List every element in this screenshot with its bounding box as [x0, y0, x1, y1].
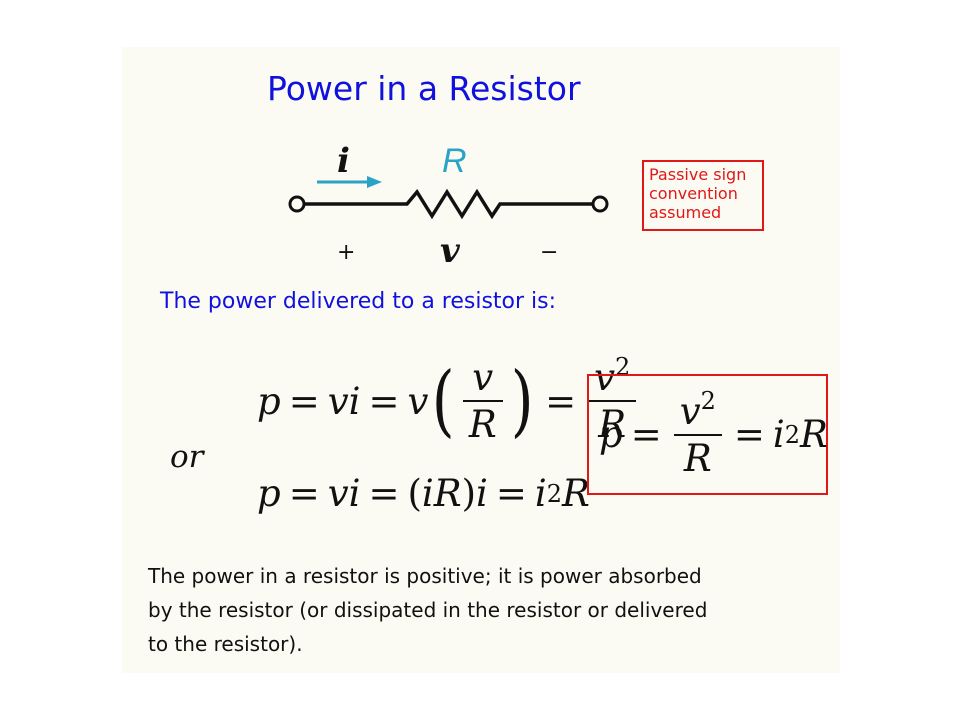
current-arrow — [317, 176, 382, 188]
sign-note-line: assumed — [649, 203, 722, 222]
resistor-circuit-diagram: i R + v − — [288, 141, 609, 267]
power-equation-voltage: p = vi = v ( v R ) = v2 R — [257, 355, 640, 443]
plus-sign: + — [337, 240, 355, 265]
slide: Power in a Resistor i R + v − Passive si… — [122, 47, 840, 673]
sign-note-line: convention — [649, 184, 738, 203]
resistor-label: R — [442, 142, 467, 180]
sign-note-line: Passive sign — [649, 165, 747, 184]
note-line: The power in a resistor is positive; it … — [148, 564, 702, 588]
resistor-wire — [304, 188, 593, 220]
minus-sign: − — [540, 240, 558, 265]
passive-sign-note: Passive sign convention assumed — [642, 160, 764, 231]
fraction-v2-over-r: v2 R — [673, 389, 722, 477]
intro-text: The power delivered to a resistor is: — [160, 289, 557, 314]
right-terminal — [591, 195, 609, 213]
note-line: by the resistor (or dissipated in the re… — [148, 598, 708, 622]
voltage-label: v — [440, 231, 461, 267]
or-word: or — [170, 439, 204, 475]
slide-title: Power in a Resistor — [267, 69, 581, 108]
power-explanation-note: The power in a resistor is positive; it … — [148, 559, 838, 661]
fraction-v-over-r: v R — [462, 359, 503, 443]
fraction-v2-over-r: v2 R — [588, 355, 637, 443]
note-line: to the resistor). — [148, 632, 303, 656]
current-label: i — [337, 141, 350, 181]
left-terminal — [288, 195, 306, 213]
